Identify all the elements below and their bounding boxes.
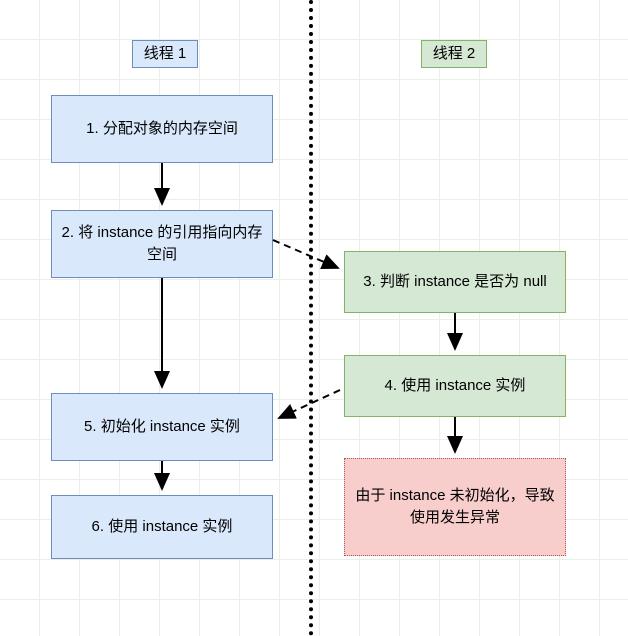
node-use-instance-thread2: 4. 使用 instance 实例 [344, 355, 566, 417]
thread-2-title: 线程 2 [421, 40, 487, 68]
node-allocate-memory: 1. 分配对象的内存空间 [51, 95, 273, 163]
node-point-reference: 2. 将 instance 的引用指向内存空间 [51, 210, 273, 278]
node-check-null: 3. 判断 instance 是否为 null [344, 251, 566, 313]
node-initialize-instance: 5. 初始化 instance 实例 [51, 393, 273, 461]
node-use-instance-thread1: 6. 使用 instance 实例 [51, 495, 273, 559]
arrow-step2-to-step3-dashed [272, 239, 340, 270]
thread-divider [309, 0, 313, 636]
node-exception-result: 由于 instance 未初始化，导致使用发生异常 [344, 458, 566, 556]
thread-1-title: 线程 1 [132, 40, 198, 68]
